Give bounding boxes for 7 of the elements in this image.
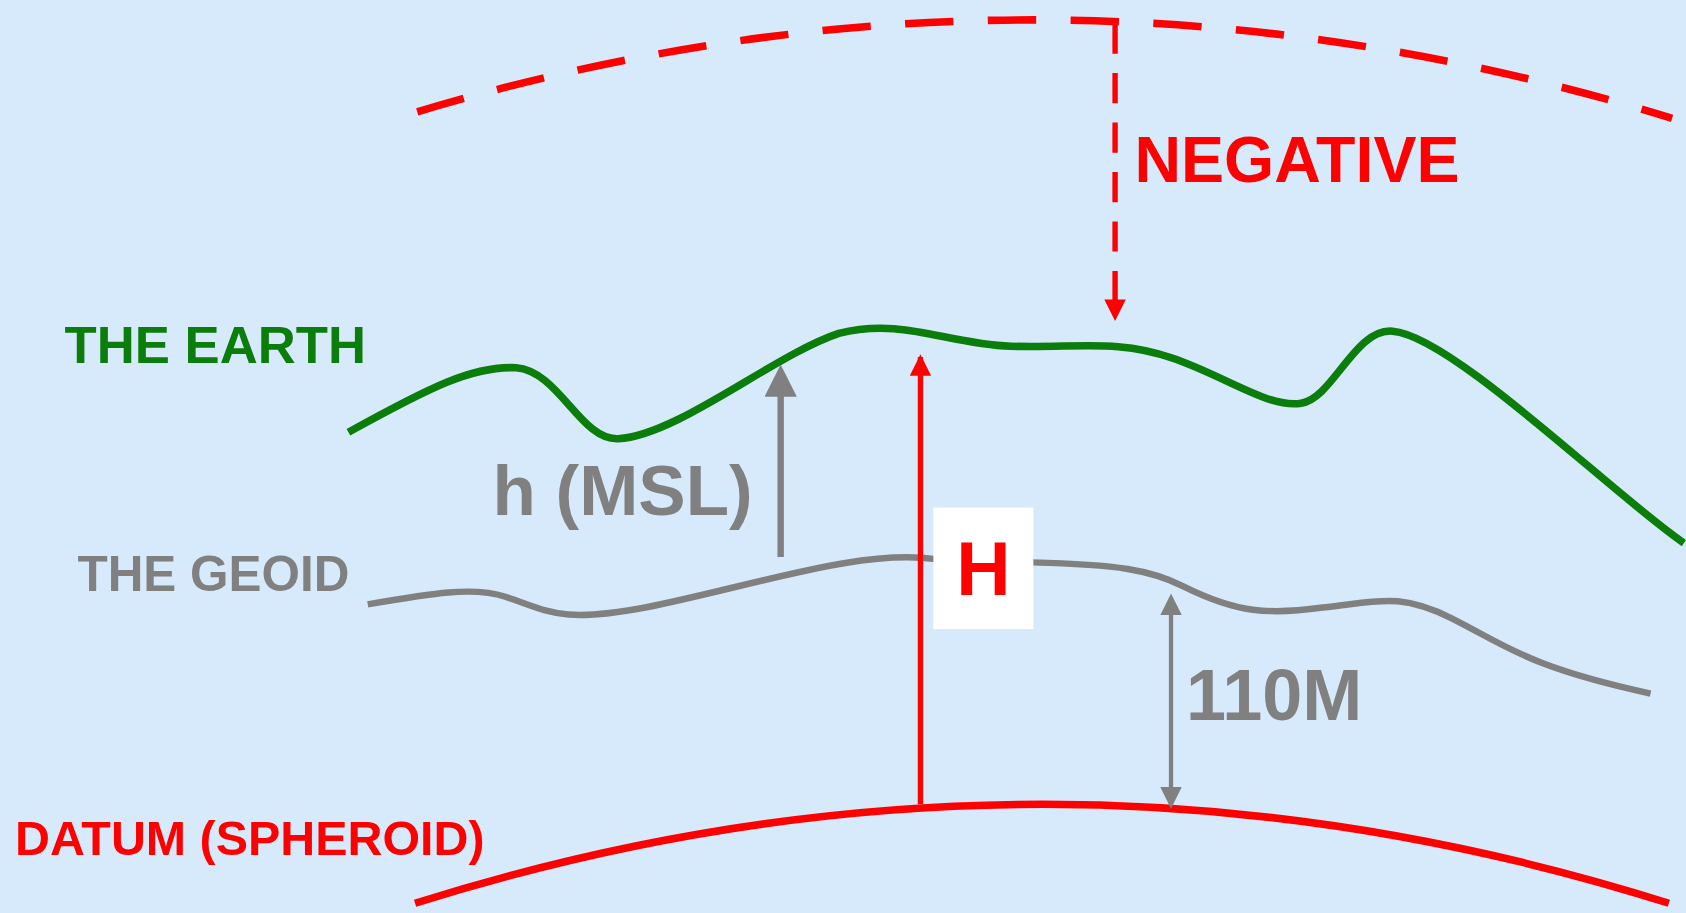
- curve-label: THE GEOID: [77, 549, 350, 599]
- curve-label: DATUM (SPHEROID): [15, 814, 485, 863]
- label-box: [933, 507, 1034, 630]
- measure-label: 110M: [1186, 659, 1363, 732]
- measure-label: NEGATIVE: [1134, 127, 1460, 193]
- height-label: H: [956, 530, 1011, 606]
- curve-label: THE EARTH: [64, 319, 366, 373]
